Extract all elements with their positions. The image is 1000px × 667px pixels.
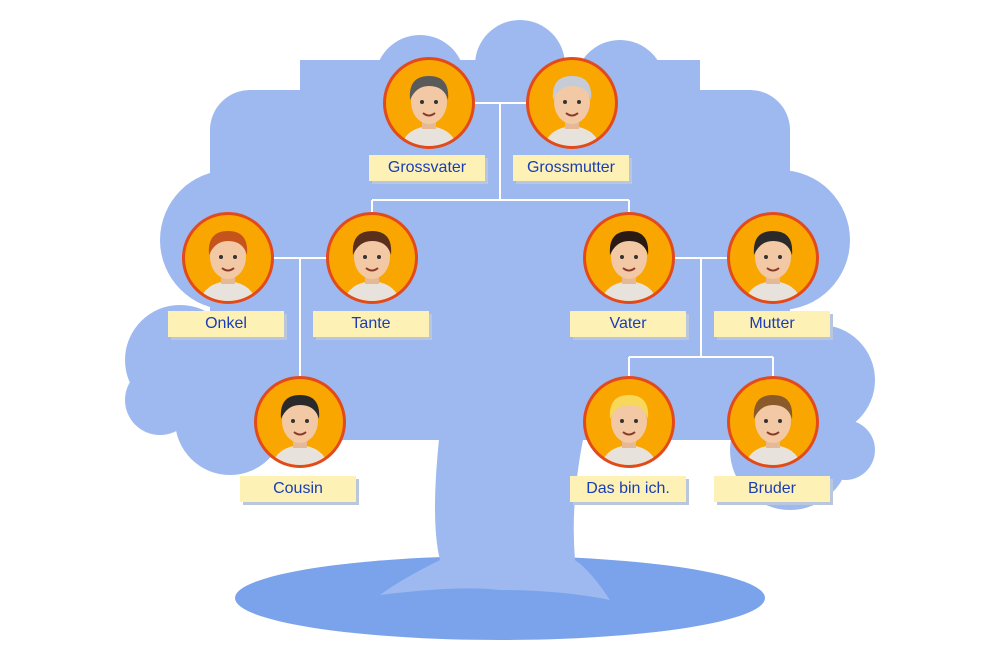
avatar-grossmutter xyxy=(526,57,618,149)
person-face-icon xyxy=(601,395,657,465)
label-grossmutter: Grossmutter xyxy=(513,155,629,181)
avatar-tante xyxy=(326,212,418,304)
label-mutter: Mutter xyxy=(714,311,830,337)
avatar-cousin xyxy=(254,376,346,468)
person-face-icon xyxy=(272,395,328,465)
avatar-onkel xyxy=(182,212,274,304)
tree-trunk xyxy=(380,430,610,600)
person-face-icon xyxy=(544,76,600,146)
label-ich: Das bin ich. xyxy=(570,476,686,502)
avatar-ich xyxy=(583,376,675,468)
avatar-bruder xyxy=(727,376,819,468)
person-face-icon xyxy=(745,231,801,301)
label-onkel: Onkel xyxy=(168,311,284,337)
ground-shadow xyxy=(235,556,765,640)
person-face-icon xyxy=(344,231,400,301)
person-face-icon xyxy=(745,395,801,465)
avatar-grossvater xyxy=(383,57,475,149)
label-cousin: Cousin xyxy=(240,476,356,502)
label-bruder: Bruder xyxy=(714,476,830,502)
avatar-vater xyxy=(583,212,675,304)
person-face-icon xyxy=(601,231,657,301)
avatar-mutter xyxy=(727,212,819,304)
person-face-icon xyxy=(401,76,457,146)
person-face-icon xyxy=(200,231,256,301)
label-grossvater: Grossvater xyxy=(369,155,485,181)
label-vater: Vater xyxy=(570,311,686,337)
label-tante: Tante xyxy=(313,311,429,337)
connector-lines xyxy=(273,102,774,377)
